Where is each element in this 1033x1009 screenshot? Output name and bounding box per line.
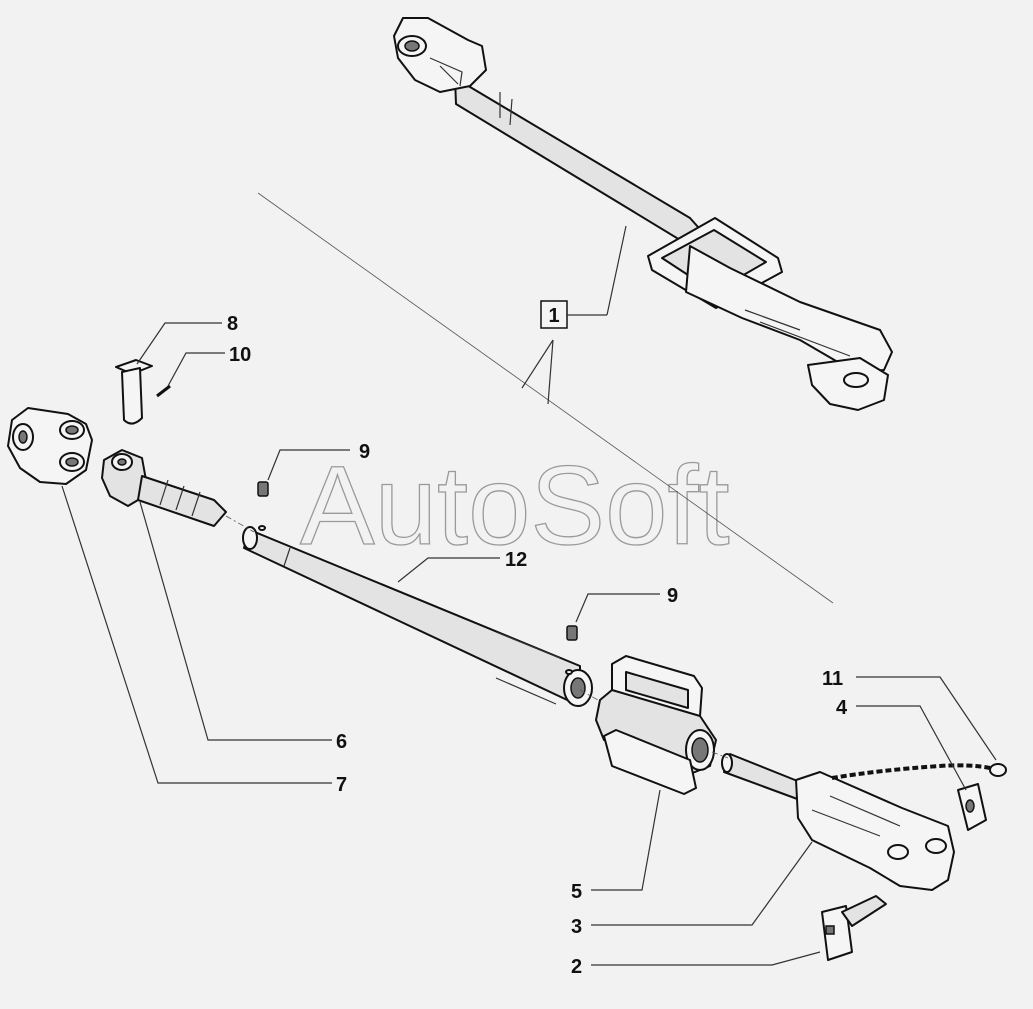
- part-2-pin: [821, 895, 887, 961]
- top-link-assembly: [393, 17, 893, 411]
- callout-10: 10: [229, 344, 251, 366]
- part-9-set-screw-lower: [566, 625, 578, 641]
- part-4-washer-plate: [957, 783, 987, 831]
- part-3-rod-clevis: [721, 753, 955, 891]
- part-5-handle-body: [595, 655, 717, 795]
- part-8-pin: [115, 359, 153, 425]
- callout-11: 11: [822, 668, 843, 690]
- leader-lines: [61, 225, 997, 966]
- callout-12: 12: [505, 549, 527, 571]
- separator-line: [257, 192, 834, 604]
- svg-text:1: 1: [548, 305, 559, 327]
- callout-4: 4: [836, 697, 848, 719]
- watermark: AutoSoft: [300, 443, 730, 568]
- callout-2: 2: [571, 956, 582, 978]
- part-11-chain: [831, 763, 1007, 780]
- part-7-clevis-end: [7, 407, 93, 485]
- part-12-tube: [242, 525, 593, 707]
- callout-3: 3: [571, 916, 582, 938]
- callout-6: 6: [336, 731, 347, 753]
- callout-9-lower: 9: [667, 585, 678, 607]
- part-6-threaded-end: [101, 449, 227, 527]
- callout-5: 5: [571, 881, 582, 903]
- callout-1: 1: [540, 300, 607, 329]
- part-10-small-pin: [156, 384, 171, 398]
- callout-7: 7: [336, 774, 347, 796]
- callout-9-upper: 9: [359, 441, 370, 463]
- callout-8: 8: [227, 313, 238, 335]
- part-9-set-screw-upper: [257, 481, 269, 497]
